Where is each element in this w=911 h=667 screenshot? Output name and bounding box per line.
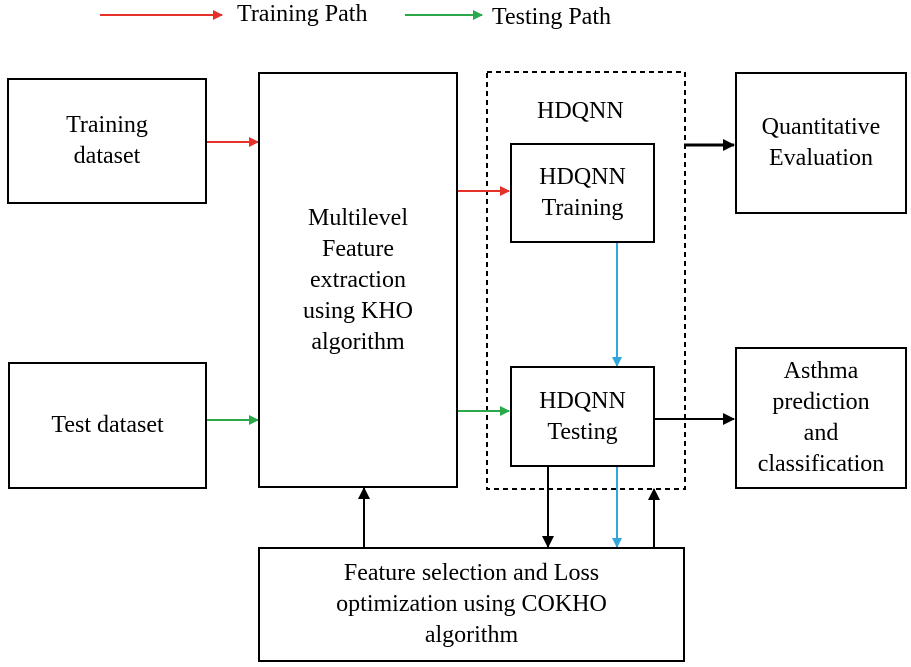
- training-dataset-box: Training dataset: [7, 78, 207, 204]
- feature-extraction-line-4: using KHO: [302, 297, 413, 324]
- hdqnn-group-frame: [486, 71, 686, 490]
- hdqnn-testing-line-1: HDQNN: [539, 387, 626, 414]
- hdqnn-training-box: HDQNN Training: [510, 143, 655, 243]
- feature-extraction-box: Multilevel Feature extraction using KHO …: [258, 72, 458, 488]
- training-dataset-line-2: dataset: [73, 143, 141, 169]
- hdqnn-training-line-1: HDQNN: [539, 164, 626, 190]
- hdqnn-testing-line-2: Testing: [547, 418, 618, 445]
- feature-extraction-line-5: algorithm: [311, 328, 405, 355]
- quantitative-evaluation-box: Quantitative Evaluation: [735, 72, 907, 214]
- test-dataset-line-1: Test dataset: [51, 412, 164, 438]
- asthma-prediction-line-2: prediction: [772, 389, 870, 415]
- feature-extraction-line-3: extraction: [310, 266, 406, 293]
- legend-testing-label: Testing Path: [492, 4, 611, 30]
- hdqnn-testing-box: HDQNN Testing: [510, 366, 655, 467]
- feature-selection-line-1: Feature selection and Loss: [343, 560, 600, 586]
- asthma-prediction-box: Asthma prediction and classification: [735, 347, 907, 489]
- asthma-prediction-line-1: Asthma: [783, 358, 859, 384]
- training-dataset-line-1: Training: [66, 112, 148, 138]
- feature-extraction-line-2: Feature: [322, 235, 394, 262]
- test-dataset-box: Test dataset: [8, 362, 207, 489]
- feature-extraction-line-1: Multilevel: [308, 204, 408, 231]
- quantitative-evaluation-line-2: Evaluation: [769, 145, 873, 171]
- legend-training-label: Training Path: [237, 1, 368, 27]
- asthma-prediction-line-3: and: [803, 420, 839, 446]
- quantitative-evaluation-line-1: Quantitative: [761, 114, 881, 140]
- feature-selection-line-3: algorithm: [424, 622, 519, 648]
- hdqnn-group-title: HDQNN: [537, 98, 624, 124]
- asthma-prediction-line-4: classification: [757, 451, 885, 477]
- hdqnn-training-line-2: Training: [541, 195, 624, 221]
- feature-selection-box: Feature selection and Loss optimization …: [258, 547, 685, 662]
- feature-selection-line-2: optimization using COKHO: [336, 591, 607, 617]
